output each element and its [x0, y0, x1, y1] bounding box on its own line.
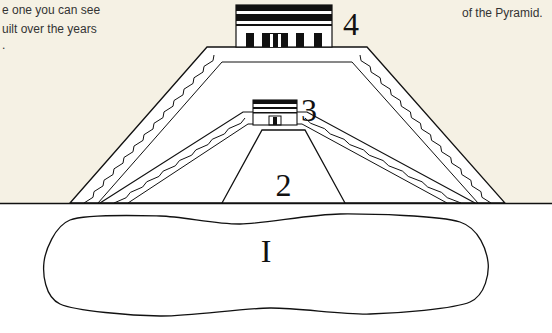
top-temple	[236, 5, 332, 47]
callout-number: 2	[222, 168, 345, 202]
middle-pyramid	[100, 112, 475, 203]
sky-ground	[0, 0, 552, 204]
middle-temple	[253, 100, 297, 125]
outer-pyramid-inner-edge	[98, 62, 478, 203]
underground-chamber: I	[40, 212, 492, 320]
callout-number: 3	[301, 93, 317, 127]
callout-number: 4	[343, 7, 359, 41]
inner-pyramid: 2	[222, 130, 345, 203]
caption-fragment: uilt over the years	[2, 22, 97, 36]
stair-zigzags	[84, 55, 491, 203]
caption-fragment: .	[2, 38, 5, 52]
callout-number: I	[40, 234, 492, 268]
caption-fragment: e one you can see	[2, 3, 100, 17]
earth-ground	[0, 204, 552, 333]
caption-fragment: of the Pyramid.	[462, 6, 543, 20]
outer-pyramid	[70, 47, 505, 203]
middle-pyramid-inner-edge	[128, 124, 447, 203]
